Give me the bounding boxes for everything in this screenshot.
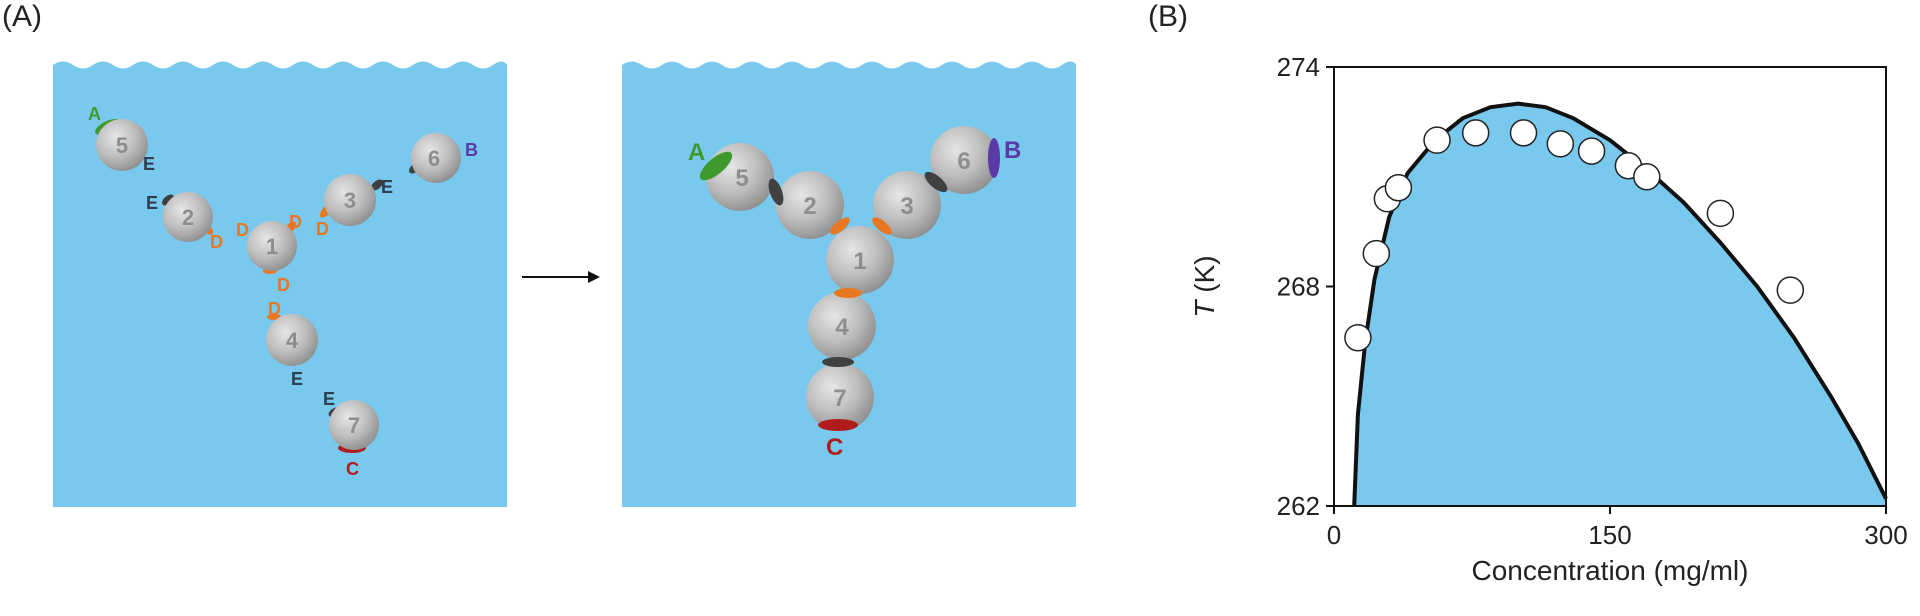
x-tick-label: 150 xyxy=(1588,520,1631,550)
site-e-patch xyxy=(371,179,383,191)
data-point xyxy=(1461,119,1490,147)
bead: 7 xyxy=(806,363,874,431)
label-e: E xyxy=(381,177,393,197)
svg-text:7: 7 xyxy=(348,413,360,438)
svg-text:2: 2 xyxy=(182,205,194,230)
data-point xyxy=(1706,199,1735,228)
label-a: A xyxy=(88,104,101,124)
x-tick-label: 300 xyxy=(1864,520,1907,550)
svg-text:4: 4 xyxy=(286,328,299,353)
bead: 2 xyxy=(163,192,213,242)
bead: 4 xyxy=(266,314,318,366)
site-d-bond xyxy=(834,288,862,298)
svg-text:5: 5 xyxy=(116,133,128,158)
panel-a-label: (A) xyxy=(2,0,42,33)
label-a: A xyxy=(688,139,705,166)
bead: 3 xyxy=(873,171,941,239)
y-tick-label: 268 xyxy=(1277,272,1320,302)
bead: 5 xyxy=(96,119,148,171)
bead: 5 xyxy=(706,143,774,211)
label-d: D xyxy=(236,220,249,240)
y-tick-label: 274 xyxy=(1277,52,1320,82)
site-d-bond xyxy=(872,217,892,235)
svg-text:1: 1 xyxy=(853,248,866,275)
left-water xyxy=(53,61,507,507)
svg-text:5: 5 xyxy=(735,165,748,192)
x-tick-label: 0 xyxy=(1327,520,1341,550)
site-a-patch xyxy=(699,151,733,181)
y-axis-symbol: T xyxy=(1189,299,1220,318)
data-point xyxy=(1423,126,1451,154)
svg-text:4: 4 xyxy=(835,314,849,341)
bead: 6 xyxy=(411,133,461,183)
site-b-patch xyxy=(988,138,1000,178)
data-point xyxy=(1344,323,1372,352)
label-e: E xyxy=(143,154,155,174)
data-point xyxy=(1577,137,1606,165)
label-c: C xyxy=(826,434,843,461)
label-b: B xyxy=(1004,137,1021,164)
label-e: E xyxy=(323,389,335,409)
svg-text:6: 6 xyxy=(428,146,440,171)
bead: 4 xyxy=(808,292,876,360)
svg-text:7: 7 xyxy=(833,385,846,412)
right-tank: 5 2 1 3 6 4 7 A B C xyxy=(622,61,1076,507)
site-e-bond xyxy=(924,171,948,193)
data-point xyxy=(1546,130,1575,158)
y-tick-label: 262 xyxy=(1277,491,1320,521)
site-d-bond xyxy=(830,217,850,235)
y-axis-unit: (K) xyxy=(1189,255,1220,300)
data-point xyxy=(1509,119,1538,147)
site-c-patch xyxy=(818,419,858,431)
svg-text:3: 3 xyxy=(344,188,356,213)
svg-text:2: 2 xyxy=(803,193,816,220)
data-point xyxy=(1362,239,1391,268)
svg-text:1: 1 xyxy=(266,234,278,259)
svg-text:6: 6 xyxy=(957,148,970,175)
label-d: D xyxy=(210,232,223,252)
right-arrow-icon xyxy=(522,271,600,283)
site-e-bond xyxy=(768,178,784,206)
site-e-bond xyxy=(822,357,854,367)
data-point xyxy=(1384,173,1413,202)
label-e: E xyxy=(146,193,158,213)
bead: 1 xyxy=(826,226,894,294)
label-c: C xyxy=(346,459,359,479)
x-axis-label: Concentration (mg/ml) xyxy=(1472,555,1749,586)
label-d: D xyxy=(316,219,329,239)
label-e: E xyxy=(291,369,303,389)
label-d: D xyxy=(289,212,302,232)
svg-text:3: 3 xyxy=(900,193,913,220)
bead: 6 xyxy=(930,126,998,194)
label-b: B xyxy=(465,140,478,160)
panel-b-label: (B) xyxy=(1148,0,1188,33)
bead: 1 xyxy=(247,221,297,271)
data-point xyxy=(1776,276,1805,304)
label-d: D xyxy=(268,299,281,319)
bead: 7 xyxy=(329,400,379,450)
bead: 2 xyxy=(776,171,844,239)
coexistence-region xyxy=(1354,103,1886,506)
bead: 3 xyxy=(324,174,376,226)
data-point xyxy=(1633,163,1661,191)
left-tank: 5 2 1 3 6 4 7 A B C E E D D D D D D E E … xyxy=(53,61,507,507)
label-d: D xyxy=(277,275,290,295)
site-e-patch xyxy=(162,194,174,206)
y-axis-label: T (K) xyxy=(1189,255,1220,317)
